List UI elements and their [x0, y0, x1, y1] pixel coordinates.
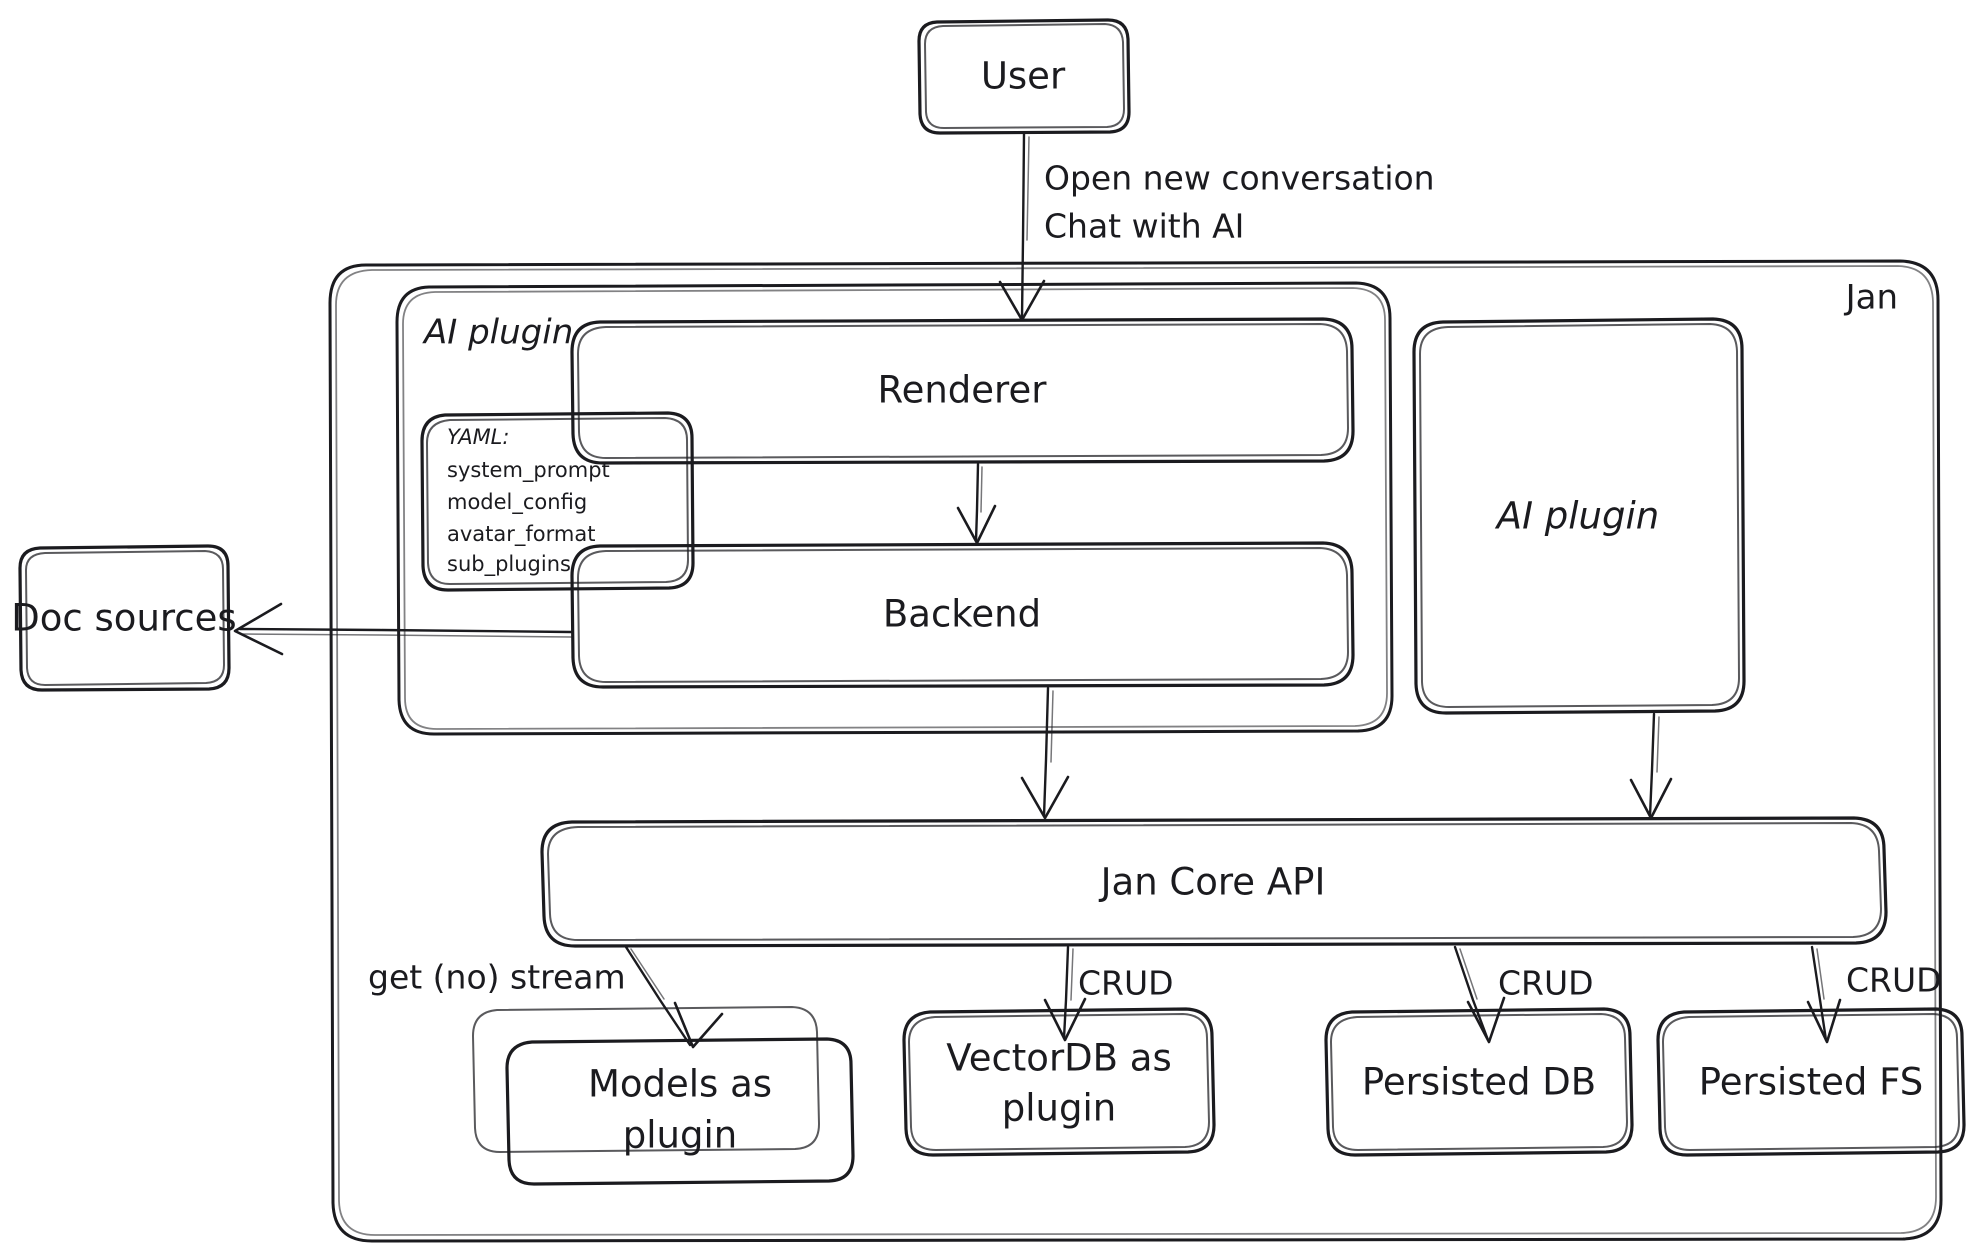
container-jan-label: Jan	[1844, 278, 1898, 318]
node-persisted-db[interactable]: Persisted DB	[1324, 1007, 1634, 1157]
node-persisted-db-label: Persisted DB	[1362, 1061, 1596, 1104]
edge-core-to-models	[624, 945, 724, 1049]
edge-backend-to-core	[1020, 686, 1070, 820]
edge-backend-to-doc-sources	[233, 602, 573, 656]
yaml-note-item-2: avatar_format	[447, 522, 595, 547]
yaml-note-box: YAML: system_prompt model_config avatar_…	[420, 411, 695, 592]
container-jan	[328, 259, 1943, 1243]
edge-core-to-persisted-db	[1453, 945, 1506, 1044]
node-user[interactable]: User	[917, 18, 1131, 135]
container-ai-plugin-group	[395, 281, 1394, 736]
edge-user-to-renderer-label-line2: Chat with AI	[1044, 207, 1244, 246]
edge-user-to-renderer	[998, 132, 1046, 322]
edge-core-to-models-label: get (no) stream	[368, 958, 626, 997]
node-backend[interactable]: Backend	[570, 541, 1355, 689]
node-persisted-fs[interactable]: Persisted FS	[1656, 1007, 1966, 1157]
edge-core-to-persisted-fs-label: CRUD	[1846, 961, 1942, 1000]
node-ai-plugin-label: AI plugin	[1495, 495, 1659, 538]
yaml-note-item-3: sub_plugins	[447, 552, 571, 577]
node-models-as-plugin-label-line1: Models as	[588, 1063, 772, 1106]
edge-core-to-vectordb	[1043, 945, 1087, 1042]
node-vectordb-as-plugin-label-line1: VectorDB as	[946, 1037, 1172, 1080]
node-models-as-plugin-label-line2: plugin	[623, 1114, 737, 1157]
edge-core-to-vectordb-label: CRUD	[1078, 964, 1174, 1003]
node-doc-sources[interactable]: Doc sources	[11, 544, 237, 692]
node-renderer-label: Renderer	[878, 369, 1048, 412]
yaml-note-heading: YAML:	[447, 425, 509, 449]
node-user-label: User	[981, 55, 1066, 98]
edge-user-to-renderer-label-line1: Open new conversation	[1044, 159, 1435, 198]
node-backend-label: Backend	[883, 593, 1041, 636]
node-jan-core-api-label: Jan Core API	[1099, 861, 1326, 904]
node-vectordb-as-plugin-label-line2: plugin	[1002, 1087, 1116, 1130]
node-vectordb-as-plugin[interactable]: VectorDB as plugin	[902, 1007, 1216, 1157]
node-renderer[interactable]: Renderer	[570, 317, 1355, 465]
edge-core-to-persisted-db-label: CRUD	[1498, 964, 1594, 1003]
node-models-as-plugin[interactable]: Models as plugin	[472, 1006, 855, 1186]
edge-ai-plugin-to-core	[1629, 712, 1673, 820]
yaml-note-item-0: system_prompt	[447, 458, 610, 483]
yaml-note-item-1: model_config	[447, 490, 587, 515]
node-jan-core-api[interactable]: Jan Core API	[540, 816, 1888, 948]
node-persisted-fs-label: Persisted FS	[1699, 1061, 1923, 1104]
node-doc-sources-label: Doc sources	[11, 597, 236, 640]
node-ai-plugin[interactable]: AI plugin	[1412, 317, 1746, 715]
edge-core-to-persisted-fs	[1806, 945, 1842, 1044]
edge-renderer-to-backend	[956, 462, 997, 545]
container-ai-plugin-group-label: AI plugin	[422, 313, 573, 353]
